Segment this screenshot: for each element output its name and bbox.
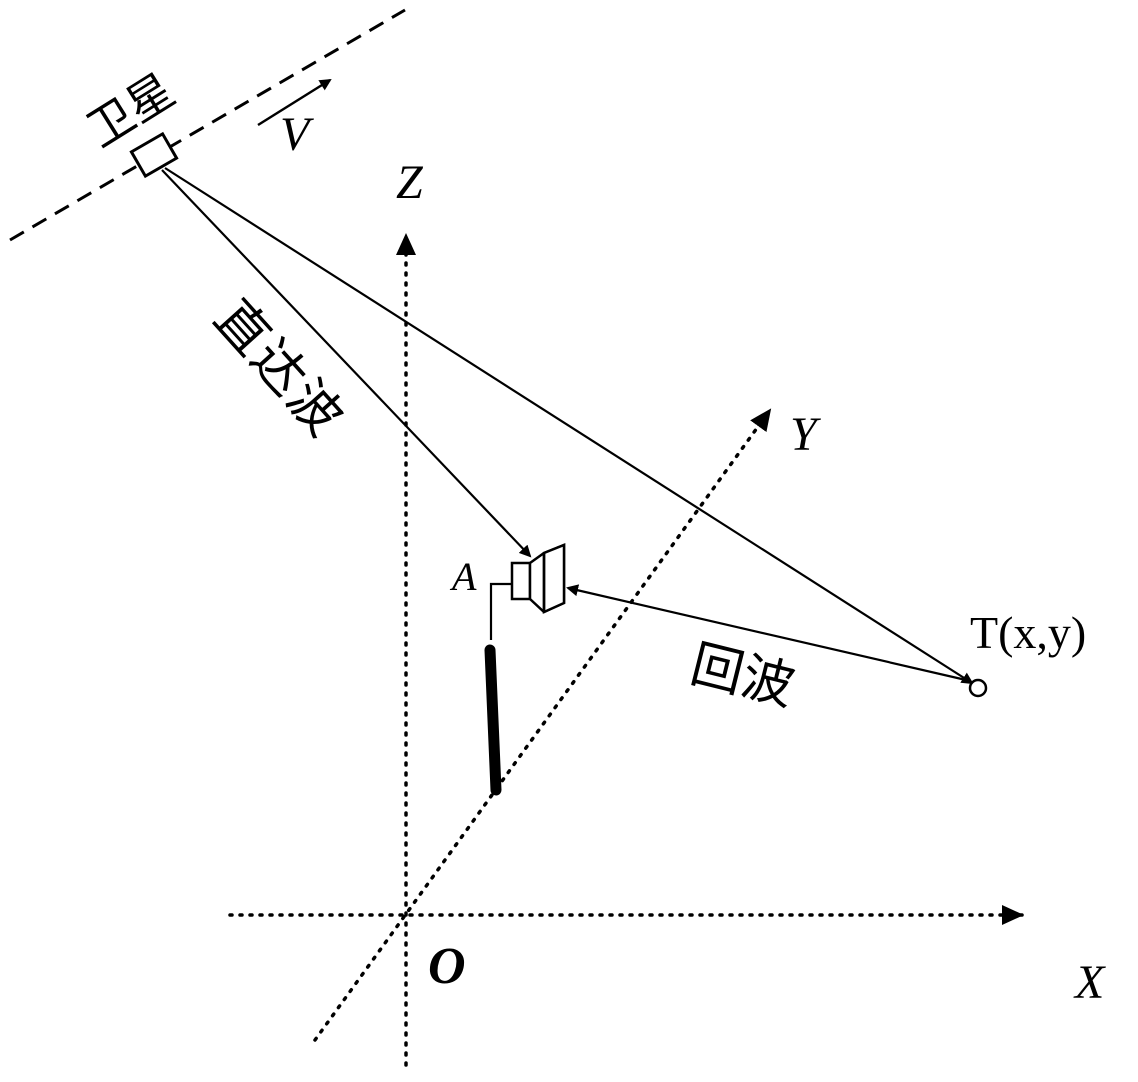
antenna-icon	[510, 543, 566, 614]
echo-line	[566, 584, 967, 682]
direct-wave-label: 直达波	[202, 289, 355, 450]
y-axis-label: Y	[790, 408, 821, 461]
velocity-arrow	[257, 78, 332, 127]
z-axis-label: Z	[396, 156, 424, 209]
antenna-label: A	[449, 554, 477, 599]
direct-wave-line	[161, 169, 532, 558]
satellite-icon	[129, 131, 179, 179]
satellite-to-target-line	[164, 167, 974, 685]
y-axis	[313, 408, 772, 1042]
target-label: T(x,y)	[970, 607, 1086, 658]
origin-label: O	[428, 938, 466, 995]
echo-label: 回波	[685, 634, 800, 717]
satellite-orbit	[9, 8, 406, 242]
antenna-mast	[484, 644, 502, 796]
antenna-feed	[489, 582, 512, 640]
target-point	[968, 678, 988, 698]
velocity-label: V	[280, 108, 314, 161]
x-axis-label: X	[1073, 956, 1106, 1009]
